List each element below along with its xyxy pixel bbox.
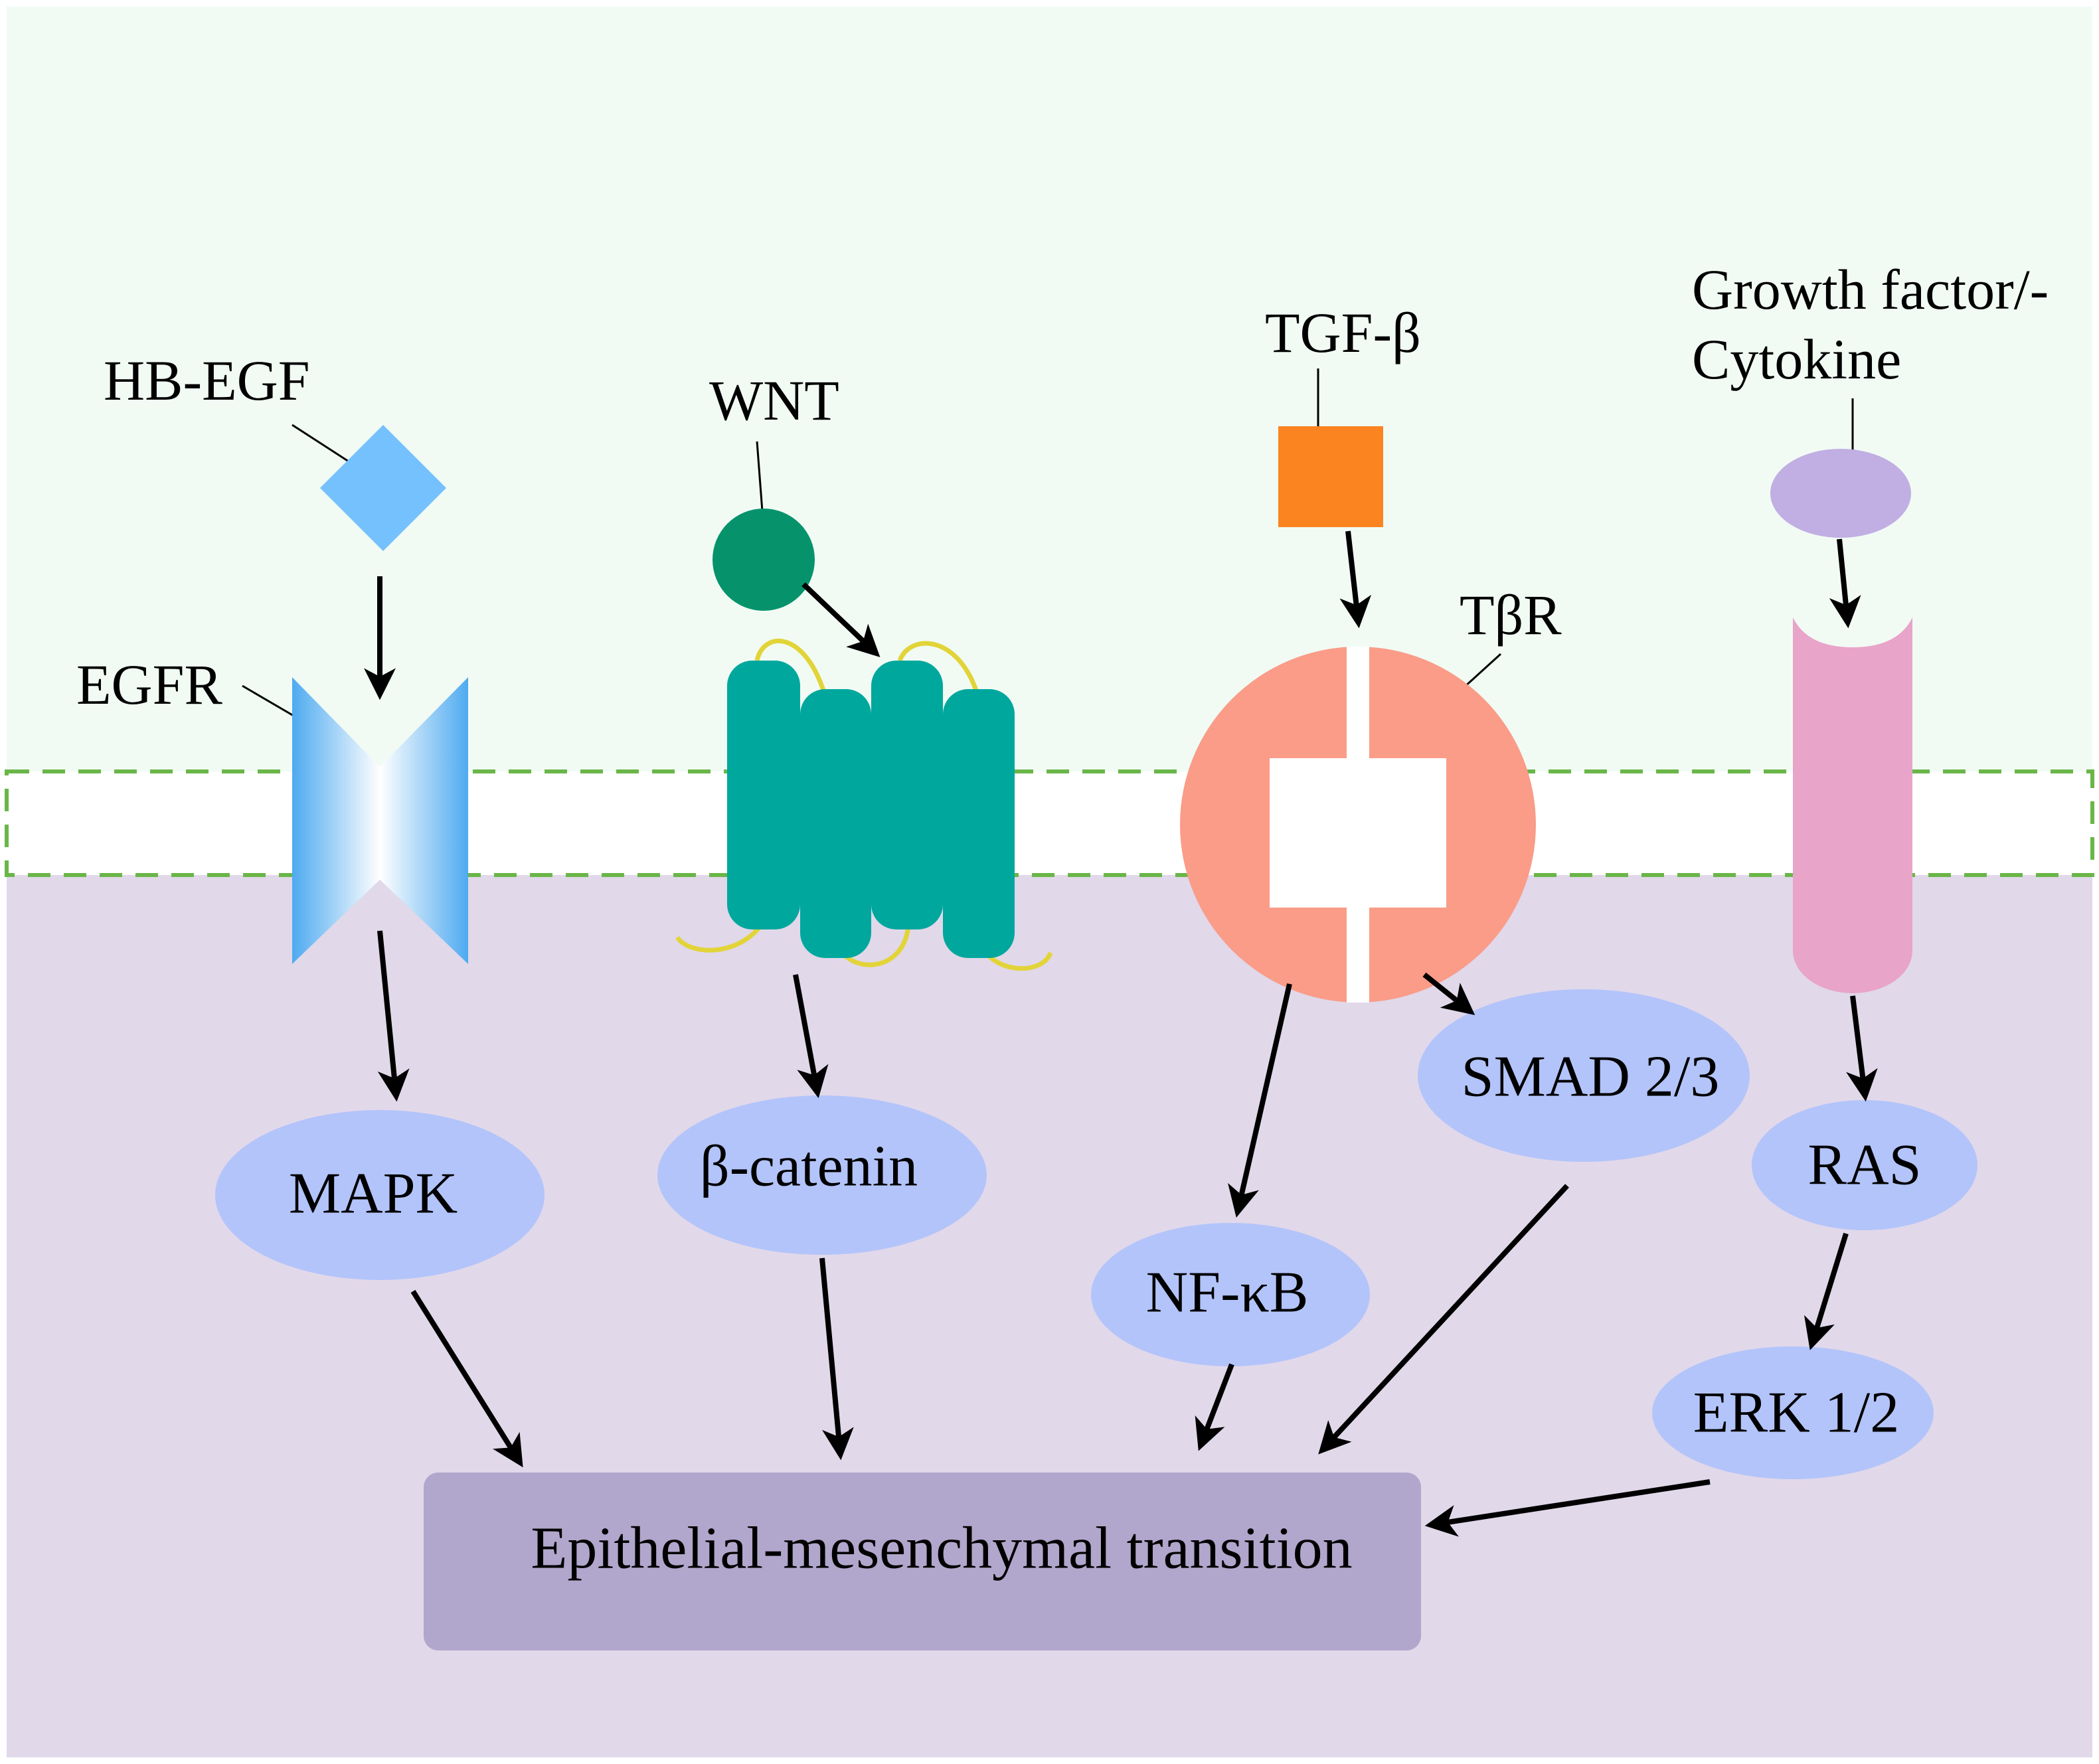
- wnt-column: WNT: [675, 368, 1053, 971]
- hbegf-column: HB-EGF EGFR: [76, 349, 468, 964]
- hbegf-diamond-icon: [320, 425, 446, 551]
- arrow-growth-factor-to-receptor: [1829, 538, 1861, 629]
- growth-factor-receptor-icon: [1793, 617, 1912, 993]
- frizzled-receptor-icon: [675, 638, 1053, 971]
- emt-box: [424, 1473, 1421, 1650]
- arrow-tgfb-to-tbr: [1339, 530, 1372, 629]
- emt-label: Epithelial-mesenchymal transition: [531, 1516, 1352, 1581]
- beta-catenin-label: β-catenin: [700, 1135, 918, 1199]
- arrow-smad-to-emt: [1318, 1184, 1569, 1455]
- growth-factor-column: Growth factor/- Cytokine: [1692, 258, 2049, 993]
- ras-label: RAS: [1807, 1133, 1921, 1198]
- frizzled-bottom-loop-1: [675, 924, 762, 953]
- frizzled-helix-4: [943, 689, 1015, 958]
- mapk-ellipse: [215, 1110, 545, 1280]
- arrow-tbr-to-nfkb: [1228, 983, 1292, 1218]
- mapk-label: MAPK: [289, 1162, 458, 1226]
- egfr-label: EGFR: [76, 653, 222, 716]
- ras-ellipse: [1752, 1100, 1977, 1230]
- arrow-egfr-to-mapk: [377, 930, 410, 1102]
- arrow-wnt-to-frizzled: [801, 582, 881, 657]
- frizzled-helix-3: [871, 661, 943, 929]
- tgfb-column: TGF-β TβR: [1180, 301, 1562, 1002]
- wnt-leader-line: [756, 441, 764, 512]
- node-erk: ERK 1/2: [1652, 1346, 1934, 1479]
- frizzled-helix-2: [800, 689, 871, 958]
- nfkb-label: NF-κB: [1146, 1261, 1309, 1325]
- arrow-erk-to-emt: [1424, 1479, 1711, 1537]
- tbr-leader-line: [1463, 653, 1502, 688]
- growth-factor-label-line2: Cytokine: [1692, 327, 1901, 391]
- egfr-receptor-icon: [292, 677, 468, 964]
- erk-ellipse: [1652, 1346, 1934, 1479]
- arrow-receptor-to-ras: [1846, 995, 1878, 1102]
- wnt-label: WNT: [709, 368, 839, 432]
- tbr-receptor-icon: [1180, 647, 1536, 1002]
- wnt-circle-icon: [713, 509, 815, 611]
- nfkb-ellipse: [1091, 1223, 1370, 1366]
- extracellular-region: [7, 7, 2092, 771]
- arrow-beta-catenin-to-emt: [819, 1257, 854, 1461]
- frizzled-top-loop-2: [897, 641, 979, 692]
- egfr-leader-line: [242, 684, 294, 717]
- beta-catenin-ellipse: [657, 1095, 987, 1255]
- arrow-nfkb-to-emt: [1195, 1363, 1234, 1451]
- tbr-label: TβR: [1460, 583, 1562, 647]
- node-mapk: MAPK: [215, 1110, 545, 1280]
- arrow-mapk-to-emt: [410, 1289, 523, 1468]
- growth-factor-label-line1: Growth factor/-: [1692, 258, 2049, 321]
- smad-ellipse: [1418, 989, 1750, 1162]
- tgfb-label: TGF-β: [1265, 301, 1421, 364]
- growth-factor-ellipse-icon: [1770, 449, 1911, 538]
- hbegf-leader-line: [292, 424, 349, 463]
- tbr-receptor-core: [1270, 758, 1446, 908]
- tgfb-square-icon: [1278, 426, 1383, 527]
- arrow-frizzled-to-beta-catenin: [793, 974, 829, 1099]
- frizzled-top-loop-1: [754, 638, 826, 692]
- hbegf-label: HB-EGF: [104, 349, 310, 412]
- smad-label: SMAD 2/3: [1462, 1045, 1720, 1109]
- frizzled-helix-1: [727, 661, 800, 929]
- node-beta-catenin: β-catenin: [657, 1095, 987, 1255]
- node-ras: RAS: [1752, 1100, 1977, 1230]
- arrow-ras-to-erk: [1804, 1232, 1849, 1350]
- emt-outcome: Epithelial-mesenchymal transition: [424, 1473, 1421, 1650]
- arrow-tbr-to-smad: [1422, 972, 1475, 1015]
- node-nfkb: NF-κB: [1091, 1223, 1370, 1366]
- erk-label: ERK 1/2: [1693, 1381, 1899, 1445]
- node-smad: SMAD 2/3: [1418, 989, 1750, 1162]
